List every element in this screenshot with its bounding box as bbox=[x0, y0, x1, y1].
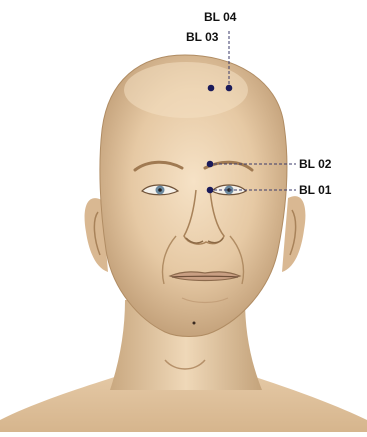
label-bl04: BL 04 bbox=[204, 11, 236, 24]
label-bl03: BL 03 bbox=[186, 31, 218, 44]
point-bl02 bbox=[207, 161, 214, 168]
label-bl02: BL 02 bbox=[299, 158, 331, 171]
point-bl01 bbox=[207, 187, 214, 194]
point-bl04 bbox=[226, 85, 233, 92]
point-bl03 bbox=[208, 85, 215, 92]
label-bl01: BL 01 bbox=[299, 184, 331, 197]
right-ear bbox=[282, 196, 305, 272]
